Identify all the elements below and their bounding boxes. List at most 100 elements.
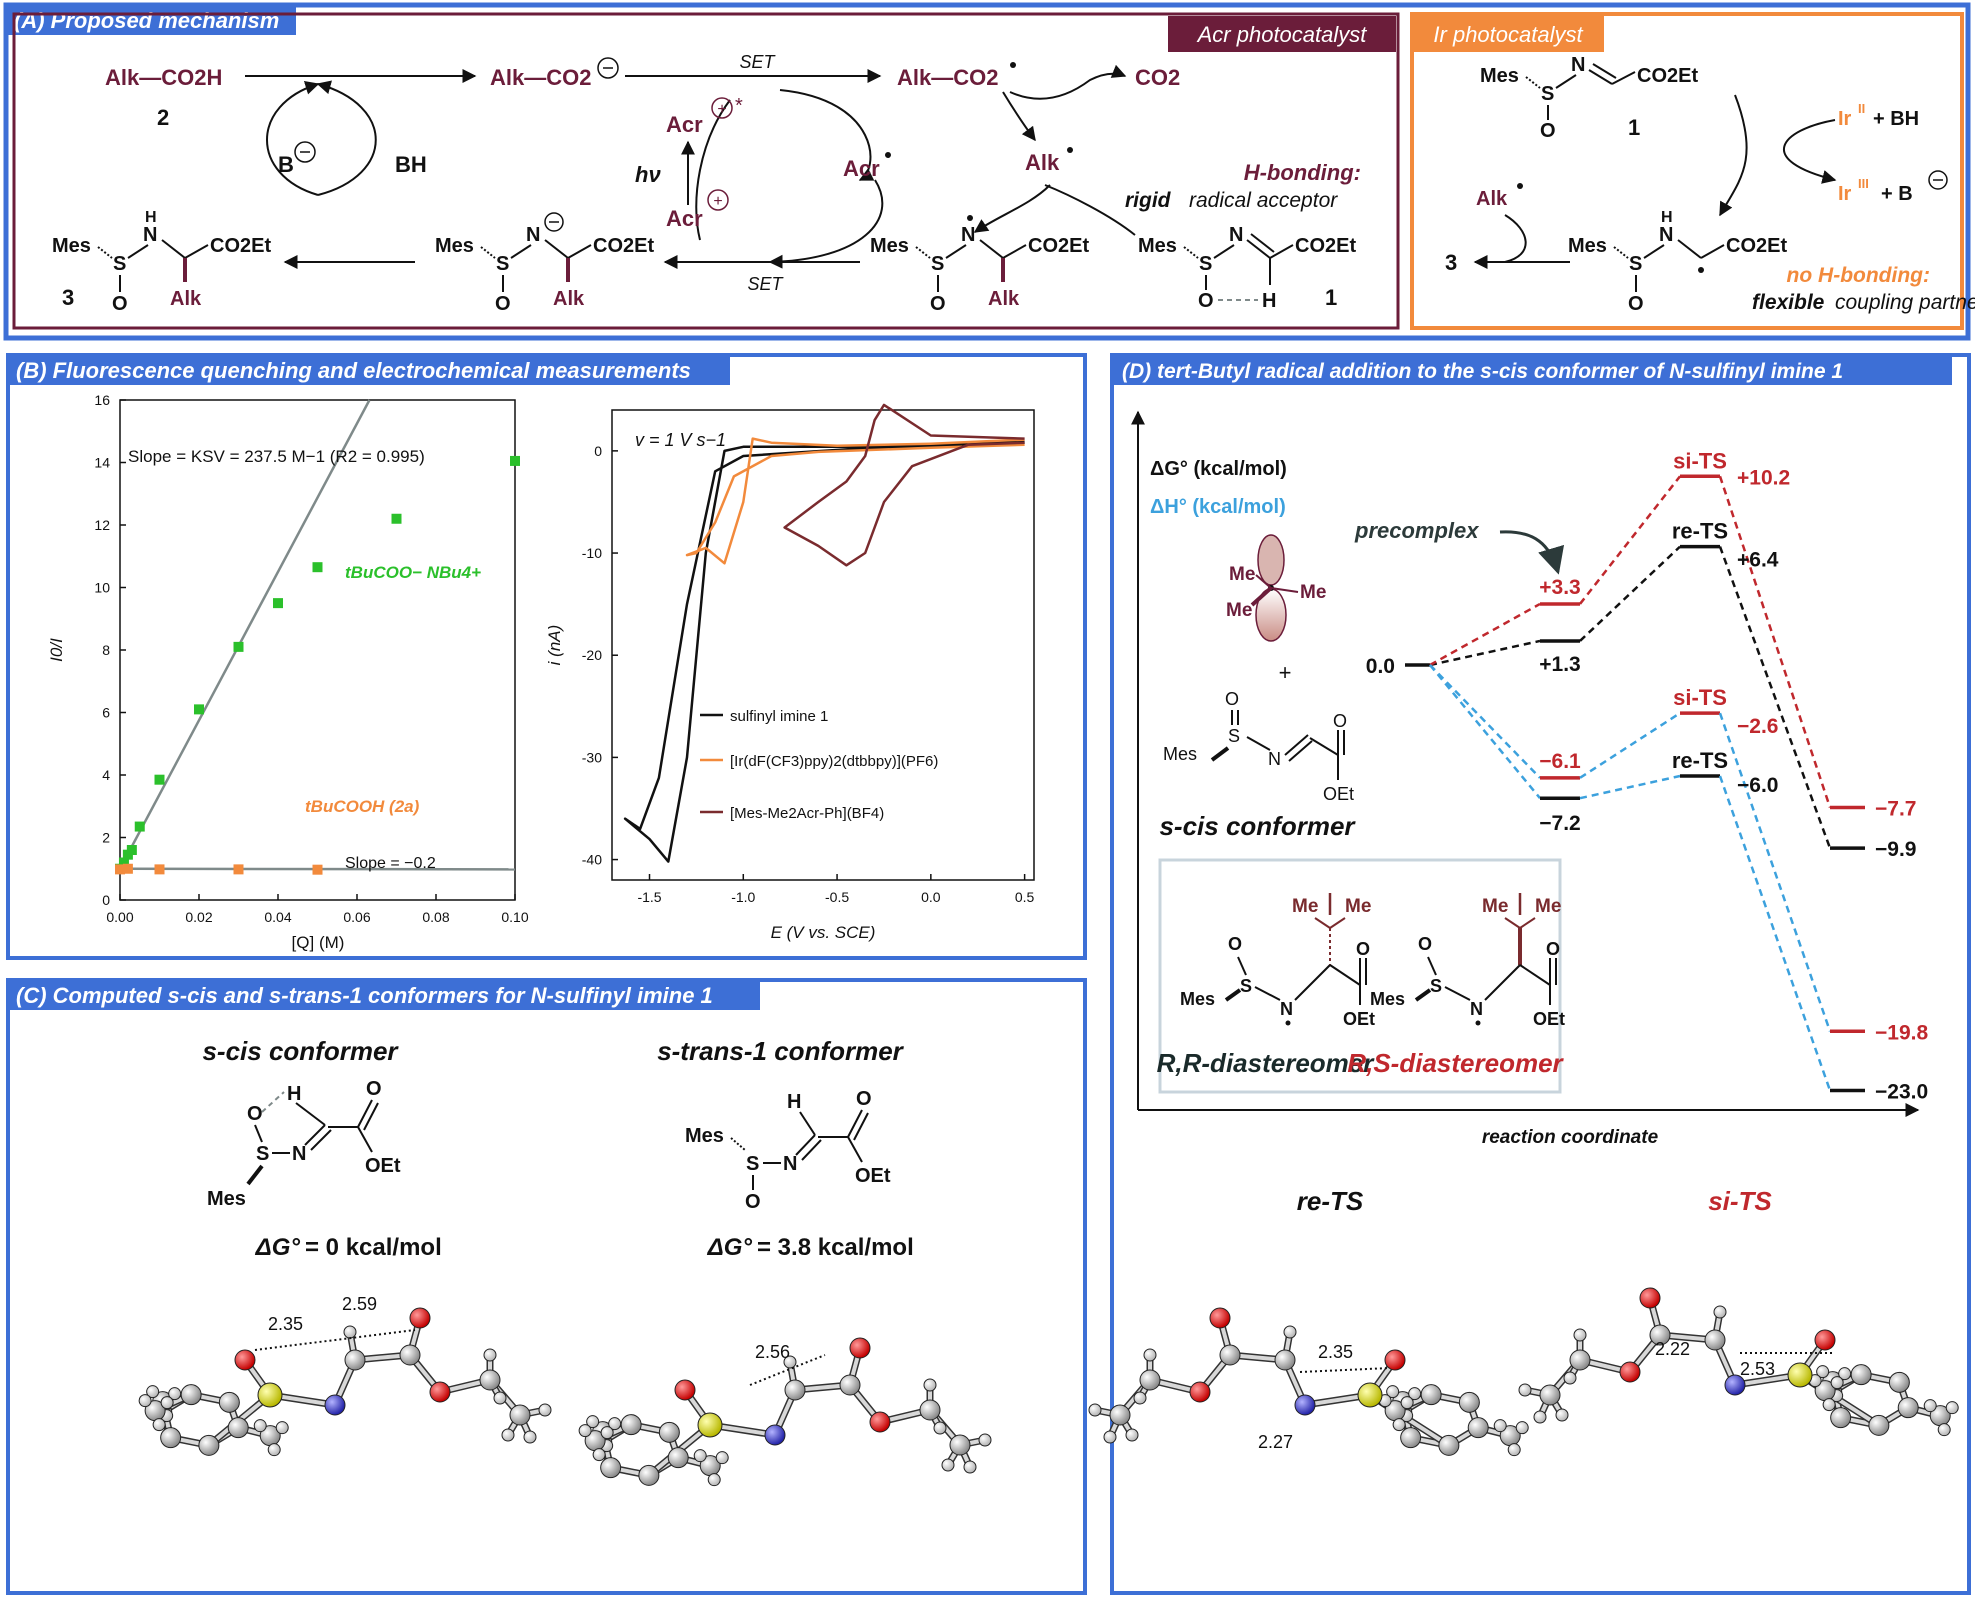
d-s: S bbox=[1228, 726, 1240, 746]
nr-mes: Mes bbox=[870, 235, 909, 257]
cv-legend-3: [Mes-Me2Acr-Ph](BF4) bbox=[730, 805, 884, 822]
d2-dist-253: 2.53 bbox=[1740, 1359, 1775, 1379]
c-scis-o2: O bbox=[366, 1078, 382, 1100]
na-n: N bbox=[526, 224, 540, 246]
d-me-2: Me bbox=[1300, 582, 1326, 603]
cv-marks bbox=[623, 403, 1025, 863]
label-ts-dh-re: −6.0 bbox=[1737, 774, 1778, 797]
atom-H bbox=[783, 1355, 797, 1369]
panel-d: (D) tert-Butyl radical addition to the s… bbox=[1088, 353, 1971, 1595]
path-dh-re-1 bbox=[1429, 664, 1541, 799]
atom-H bbox=[1392, 1418, 1406, 1432]
acr-box-title: Acr photocatalyst bbox=[1196, 22, 1368, 47]
ir-ii-sup: II bbox=[1858, 101, 1865, 116]
atom-C bbox=[1420, 1384, 1442, 1406]
sv-ylabel: I0/I bbox=[47, 638, 66, 662]
c-st-co-1 bbox=[847, 1109, 863, 1138]
diast-sn bbox=[1444, 986, 1471, 1001]
co2-product: CO2 bbox=[1135, 65, 1180, 90]
c-scis-co-2 bbox=[363, 1102, 379, 1131]
atom-C bbox=[1274, 1349, 1296, 1371]
i1-nc-bond-1 bbox=[1246, 239, 1271, 259]
set-top-label: SET bbox=[739, 52, 776, 72]
atom-H bbox=[1822, 1398, 1836, 1412]
d-me-bond-1 bbox=[1255, 574, 1272, 589]
cv-trace bbox=[783, 403, 1025, 567]
atom-C bbox=[1850, 1364, 1872, 1386]
atom-C bbox=[479, 1369, 501, 1391]
atom-H bbox=[592, 1448, 606, 1462]
atom-H bbox=[275, 1421, 289, 1435]
sv-point bbox=[312, 562, 323, 573]
panel-a-title-bg bbox=[6, 5, 296, 35]
cv-y-ticks: 0-10-20-30-40 bbox=[582, 443, 618, 868]
path-dh-re-2 bbox=[1579, 774, 1681, 800]
nr-nc-bond bbox=[979, 239, 1004, 259]
atom-H bbox=[933, 1421, 947, 1435]
atom-H bbox=[152, 1418, 166, 1432]
d-o1: O bbox=[1225, 689, 1239, 709]
ir-plus-b: + B bbox=[1881, 183, 1913, 205]
c-dg-prefix-2: ΔG° bbox=[707, 1234, 753, 1261]
path-dg-re-3 bbox=[1718, 546, 1832, 849]
set-bottom-label: SET bbox=[747, 274, 784, 294]
atom-H bbox=[1713, 1305, 1727, 1319]
label-ts-dg-re: +6.4 bbox=[1737, 549, 1779, 572]
d-re-ts-3d-model bbox=[1088, 1307, 1529, 1457]
d2-dist-222: 2.22 bbox=[1655, 1339, 1690, 1359]
c-st-nc-1 bbox=[795, 1134, 816, 1156]
cv-trace bbox=[623, 440, 1025, 863]
atom-H bbox=[978, 1433, 992, 1447]
arrow-radical-addition bbox=[973, 184, 1051, 233]
c-st-oet: OEt bbox=[855, 1165, 891, 1187]
s3-nc-bond bbox=[161, 239, 186, 259]
path-dg-si-3 bbox=[1718, 475, 1832, 808]
atom-H bbox=[1386, 1385, 1400, 1399]
d-tbu-radical: Me Me Me bbox=[1226, 534, 1326, 642]
atom-C bbox=[1400, 1427, 1422, 1449]
acr-radical: Acr bbox=[843, 156, 880, 181]
atom-N bbox=[1294, 1394, 1316, 1416]
ts-name-dh-re: re-TS bbox=[1672, 748, 1728, 773]
nr-radical-dot bbox=[967, 215, 973, 221]
d-nc-2 bbox=[1288, 740, 1313, 762]
d-me-bond-2 bbox=[1270, 587, 1299, 593]
diast-n-radical bbox=[1475, 1020, 1481, 1026]
s3-s: S bbox=[113, 253, 126, 275]
arrow-to-alk-radical bbox=[1002, 91, 1036, 142]
label-prod-dh-re: −23.0 bbox=[1875, 1081, 1928, 1104]
cv-xlabel: E (V vs. SCE) bbox=[771, 923, 876, 942]
ts-name-dg-re: re-TS bbox=[1672, 519, 1728, 544]
c-st-ch bbox=[799, 1111, 816, 1136]
d-energy-diagram: 0.0+3.3+1.3−6.1−7.2+10.2+6.4−2.6−6.0si-T… bbox=[1366, 448, 1929, 1103]
sv-legend-orange: tBuCOOH (2a) bbox=[305, 797, 420, 816]
sv-point bbox=[391, 513, 402, 524]
ir-i1-n: N bbox=[1571, 54, 1585, 76]
panel-d-title: (D) tert-Butyl radical addition to the s… bbox=[1122, 360, 1843, 383]
panel-a-title: (A) Proposed mechanism bbox=[14, 8, 279, 33]
acr-excited: Acr bbox=[666, 112, 703, 137]
compound-3-label: 3 bbox=[62, 285, 74, 310]
acr-plus-circle-2 bbox=[707, 189, 729, 211]
d-me-1: Me bbox=[1229, 564, 1255, 585]
d-plus: + bbox=[1279, 660, 1292, 685]
diast-oet: OEt bbox=[1533, 1009, 1565, 1029]
na-sn-bond bbox=[510, 244, 532, 259]
atom-C bbox=[784, 1379, 806, 1401]
atom-C bbox=[620, 1414, 642, 1436]
d-precomplex-label: precomplex bbox=[1354, 518, 1479, 543]
na-minus-circle bbox=[544, 212, 564, 232]
diast-me-right: Me bbox=[1535, 896, 1561, 917]
nr-cc-bond bbox=[1002, 244, 1027, 259]
path-dh-si-2 bbox=[1579, 712, 1681, 779]
diast-s: S bbox=[1430, 976, 1442, 996]
d-re-ts-text: re-TS bbox=[1297, 1186, 1364, 1216]
ir-alk-arrow-in bbox=[1504, 214, 1527, 263]
ir-i1-nc-2 bbox=[1592, 63, 1617, 79]
cv-ytick-label: -20 bbox=[582, 647, 602, 663]
atom-H bbox=[1816, 1365, 1830, 1379]
atom-H bbox=[1573, 1328, 1587, 1342]
c-dg38: = 3.8 kcal/mol bbox=[757, 1234, 914, 1261]
cv-ylabel: i (nA) bbox=[545, 625, 564, 666]
atom-S bbox=[1357, 1382, 1383, 1408]
